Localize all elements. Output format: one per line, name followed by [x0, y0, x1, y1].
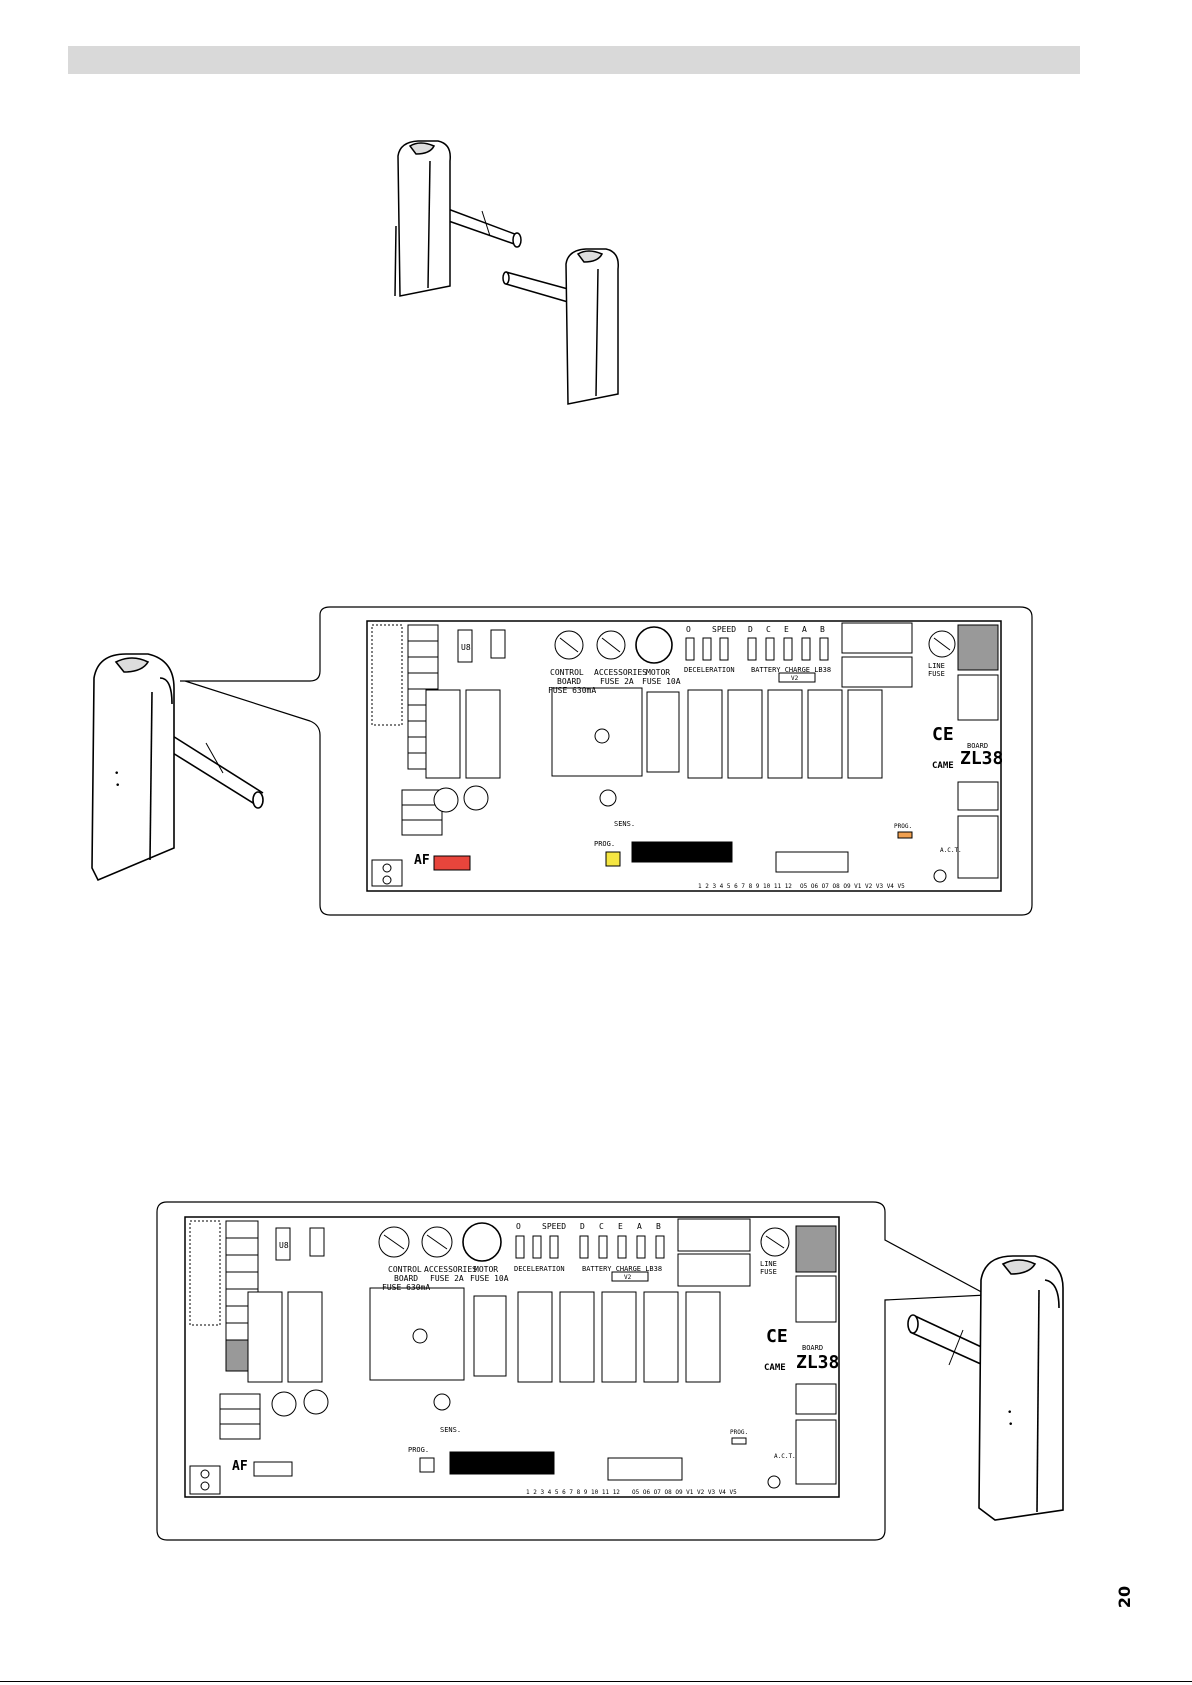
bottom-rule	[0, 1681, 1192, 1682]
fuse-acc-line1: ACCESSORIES	[594, 668, 647, 677]
trim-label-d-b: D	[580, 1222, 585, 1231]
sens-label: SENS.	[614, 820, 635, 828]
page-number: 20	[1115, 1585, 1134, 1609]
deceleration-label-b: DECELERATION	[514, 1265, 565, 1273]
header-bar	[68, 46, 1080, 74]
af-label-bottom: AF	[232, 1459, 248, 1474]
fuse-motor-line2: FUSE 10A	[642, 677, 681, 686]
line-fuse-line1: LINE	[928, 662, 945, 670]
v2-label-b: V2	[624, 1274, 632, 1281]
trim-label-speed-b: SPEED	[542, 1222, 566, 1231]
board-model: ZL38	[960, 748, 1002, 769]
fuse-control-line3: FUSE 630mA	[548, 686, 596, 695]
fuse-control-b1: CONTROL	[388, 1265, 422, 1274]
dip-numbers-b: 1 2 3 4 5 6 7 8 9 10 11 12	[526, 1489, 620, 1496]
ce-mark: CE	[932, 724, 954, 745]
prog-label-left: PROG.	[594, 840, 615, 848]
bottom-labels-b: O5 O6 O7 O8 O9 V1 V2 V3 V4 V5	[632, 1489, 737, 1496]
brand-came: CAME	[932, 761, 954, 771]
brand-came-b: CAME	[764, 1363, 786, 1373]
fuse-motor-line1: MOTOR	[646, 668, 670, 677]
control-board-zl38-middle: AF U8 CONTROL BOARD FUSE 630mA ACCESSORI…	[366, 620, 1002, 892]
trim-label-b-b: B	[656, 1222, 661, 1231]
fuse-acc-line2: FUSE 2A	[600, 677, 634, 686]
board-label-b: BOARD	[802, 1344, 823, 1352]
line-fuse-line2: FUSE	[928, 670, 945, 678]
trim-label-e-b: E	[618, 1222, 623, 1231]
trim-label-b: B	[820, 625, 825, 634]
fuse-control-b3: FUSE 630mA	[382, 1283, 430, 1292]
callout-frame-bottom	[156, 1201, 990, 1541]
trim-label-speed: SPEED	[712, 625, 736, 634]
fuse-motor-b2: FUSE 10A	[470, 1274, 509, 1283]
svg-text:•: •	[1007, 1408, 1012, 1418]
board-model-b: ZL38	[796, 1352, 839, 1373]
trim-label-c-b: C	[599, 1222, 604, 1231]
trim-label-a: A	[802, 625, 807, 634]
fuse-acc-b1: ACCESSORIES	[424, 1265, 477, 1274]
prog-label-right-b: PROG.	[730, 1429, 748, 1436]
ic-label-u8: U8	[461, 643, 471, 652]
fuse-control-b2: BOARD	[394, 1274, 418, 1283]
prog-label-right: PROG.	[894, 823, 912, 830]
bottom-labels: O5 O6 O7 O8 O9 V1 V2 V3 V4 V5	[800, 883, 905, 890]
ce-mark-b: CE	[766, 1326, 788, 1347]
deceleration-label: DECELERATION	[684, 666, 735, 674]
barrier-unit-middle: • •	[91, 653, 264, 882]
fuse-motor-b1: MOTOR	[474, 1265, 498, 1274]
svg-text:•: •	[114, 769, 119, 779]
prog-label-left-b: PROG.	[408, 1446, 429, 1454]
trim-label-o: O	[686, 625, 691, 634]
trim-label-e: E	[784, 625, 789, 634]
sens-label-b: SENS.	[440, 1426, 461, 1434]
svg-text:•: •	[115, 781, 120, 791]
act-label-b: A.C.T.	[774, 1453, 796, 1460]
line-fuse-b2: FUSE	[760, 1268, 777, 1276]
barrier-unit-right	[502, 248, 619, 405]
battery-charge-label: BATTERY CHARGE LB38	[751, 666, 831, 674]
trim-label-a-b: A	[637, 1222, 642, 1231]
fuse-control-line2: BOARD	[557, 677, 581, 686]
board-label: BOARD	[967, 742, 988, 750]
barrier-pair-illustration	[394, 140, 619, 405]
trim-label-c: C	[766, 625, 771, 634]
fuse-control-line1: CONTROL	[550, 668, 584, 677]
act-label: A.C.T.	[940, 847, 962, 854]
svg-text:•: •	[1008, 1420, 1013, 1430]
af-label: AF	[414, 853, 430, 868]
v2-label: V2	[791, 675, 799, 682]
dip-numbers: 1 2 3 4 5 6 7 8 9 10 11 12	[698, 883, 792, 890]
fuse-acc-b2: FUSE 2A	[430, 1274, 464, 1283]
trim-label-o-b: O	[516, 1222, 521, 1231]
line-fuse-b1: LINE	[760, 1260, 777, 1268]
ic-label-u8-bottom: U8	[279, 1241, 289, 1250]
barrier-unit-bottom-right: • •	[907, 1255, 1064, 1521]
barrier-unit-left	[394, 140, 522, 297]
callout-frame-middle	[180, 606, 1033, 916]
battery-charge-label-b: BATTERY CHARGE LB38	[582, 1265, 662, 1273]
trim-label-d: D	[748, 625, 753, 634]
control-board-zl38-bottom: AF U8 CONTROL BOARD FUSE 630mA ACCESSORI…	[184, 1216, 840, 1498]
